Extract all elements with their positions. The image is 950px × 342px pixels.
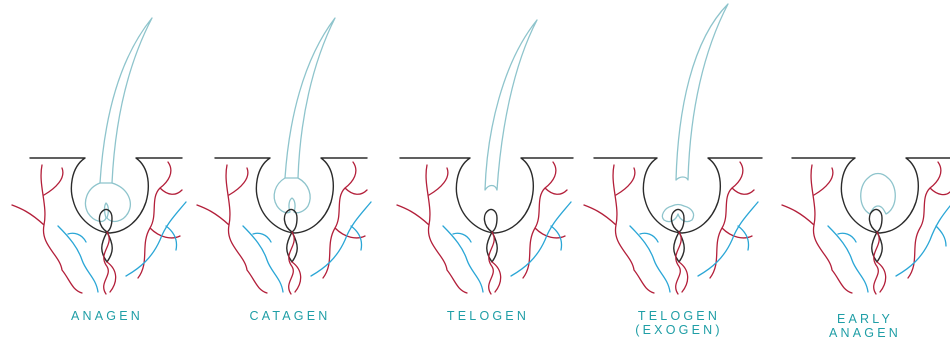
vein-left xyxy=(58,226,98,292)
panel-telogen xyxy=(397,20,573,294)
artery-center xyxy=(874,232,886,294)
artery-center xyxy=(289,232,301,294)
vein-left xyxy=(828,226,868,292)
vein-left xyxy=(243,226,283,292)
stage-label-line: ANAGEN xyxy=(12,309,202,323)
artery-right xyxy=(710,162,754,278)
artery-right xyxy=(323,162,367,278)
stage-label-line: TELOGEN xyxy=(393,309,583,323)
panel-telogen-exogen xyxy=(584,4,762,294)
vein-right xyxy=(126,202,186,276)
artery-right xyxy=(138,162,182,278)
new-hair-germ xyxy=(662,205,693,222)
stage-label-anagen: ANAGEN xyxy=(12,309,202,323)
hair-shaft xyxy=(485,20,537,190)
dermal-papilla-loop xyxy=(484,209,497,262)
vein-right xyxy=(311,202,371,276)
new-hair-bulb xyxy=(861,174,896,215)
vein-right xyxy=(698,202,758,276)
artery-center xyxy=(104,232,116,294)
stage-label-line: CATAGEN xyxy=(195,309,385,323)
artery-right xyxy=(523,162,567,278)
stage-label-line: ANAGEN xyxy=(770,326,950,340)
stage-label-telogen-exogen: TELOGEN (EXOGEN) xyxy=(584,309,774,337)
dermal-papilla-loop xyxy=(284,209,297,262)
vein-left xyxy=(630,226,670,292)
hair-shaft xyxy=(676,4,728,180)
stage-label-telogen: TELOGEN xyxy=(393,309,583,323)
stage-label-line: EARLY xyxy=(770,312,950,326)
stage-label-catagen: CATAGEN xyxy=(195,309,385,323)
artery-right xyxy=(908,162,950,278)
stage-label-line: (EXOGEN) xyxy=(584,323,774,337)
artery-center xyxy=(676,232,688,294)
dermal-papilla-loop xyxy=(869,209,882,262)
panel-catagen xyxy=(197,18,371,294)
panel-early-anagen xyxy=(782,158,950,294)
artery-center xyxy=(489,232,501,294)
hair-bulb xyxy=(274,178,310,213)
hair-shaft xyxy=(285,18,335,178)
stage-label-early-anagen: EARLY ANAGEN xyxy=(770,312,950,340)
hair-bulb xyxy=(85,183,130,221)
vein-right xyxy=(511,202,571,276)
dermal-papilla-loop xyxy=(671,209,684,262)
panel-anagen xyxy=(12,18,186,294)
stage-label-line: TELOGEN xyxy=(584,309,774,323)
vein-left xyxy=(443,226,483,292)
